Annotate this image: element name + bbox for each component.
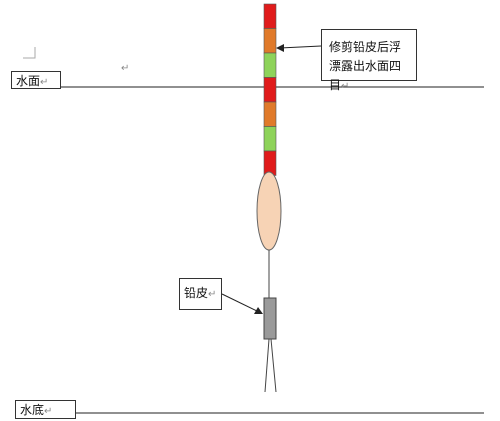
lead-arrow-line bbox=[221, 293, 260, 313]
lead-arrowhead bbox=[254, 307, 263, 314]
hook-line-left bbox=[264, 338, 270, 393]
callout-arrow-line bbox=[279, 45, 322, 49]
hook-line-right bbox=[270, 338, 277, 393]
return-mark: ↵ bbox=[341, 81, 350, 92]
float-segment-orange bbox=[263, 101, 277, 127]
float-segment-red bbox=[263, 77, 277, 103]
lead-sinker-text: 铅皮 bbox=[184, 286, 209, 300]
callout-text: 修剪铅皮后浮漂露出水面四目 bbox=[329, 40, 402, 92]
return-mark-stray: ↵ bbox=[121, 63, 130, 74]
float-segment-orange bbox=[263, 28, 277, 54]
corner-marker bbox=[23, 47, 36, 59]
lead-sinker-label: 铅皮↵ bbox=[179, 278, 222, 310]
water-surface-text: 水面 bbox=[16, 74, 41, 88]
float-segment-red bbox=[263, 3, 277, 29]
return-mark: ↵ bbox=[208, 289, 217, 300]
water-surface-label: 水面↵ bbox=[11, 71, 61, 89]
callout-arrowhead bbox=[276, 44, 284, 52]
water-bottom-label: 水底↵ bbox=[15, 400, 76, 419]
return-mark: ↵ bbox=[40, 77, 49, 88]
float-segment-green bbox=[263, 52, 277, 78]
float-stick bbox=[263, 3, 277, 176]
float-body bbox=[256, 171, 282, 251]
water-bottom-text: 水底 bbox=[20, 403, 45, 417]
float-segment-green bbox=[263, 126, 277, 152]
return-mark: ↵ bbox=[44, 406, 53, 417]
callout-label: 修剪铅皮后浮漂露出水面四目↵ bbox=[321, 29, 417, 92]
lead-sinker bbox=[263, 297, 277, 340]
